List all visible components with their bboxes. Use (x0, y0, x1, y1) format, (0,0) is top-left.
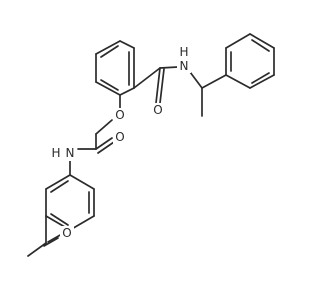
carbonyl-oxygen-top: O (151, 103, 165, 118)
svg-text:O: O (115, 130, 124, 144)
atom-labels: N H O O O N H O (51, 45, 191, 241)
svg-text:O: O (62, 226, 71, 240)
svg-text:N: N (180, 59, 189, 73)
amide-nitrogen-top: N (177, 58, 191, 73)
svg-text:O: O (153, 103, 162, 117)
structure-drawing: N H O O O N H O (27, 33, 275, 257)
bonds (27, 33, 275, 257)
svg-text:H: H (51, 146, 60, 160)
ketone-oxygen: O (60, 226, 74, 241)
ether-oxygen: O (113, 108, 127, 123)
amide-hydrogen-mid: H (51, 146, 60, 160)
carbonyl-oxygen-mid: O (113, 130, 127, 145)
svg-text:H: H (179, 45, 188, 59)
amide-nitrogen-mid: N (63, 146, 77, 161)
molecule-canvas: N H O O O N H O (27, 33, 275, 257)
amide-hydrogen-top: H (179, 45, 188, 59)
svg-text:O: O (115, 108, 124, 122)
svg-text:N: N (66, 146, 75, 160)
